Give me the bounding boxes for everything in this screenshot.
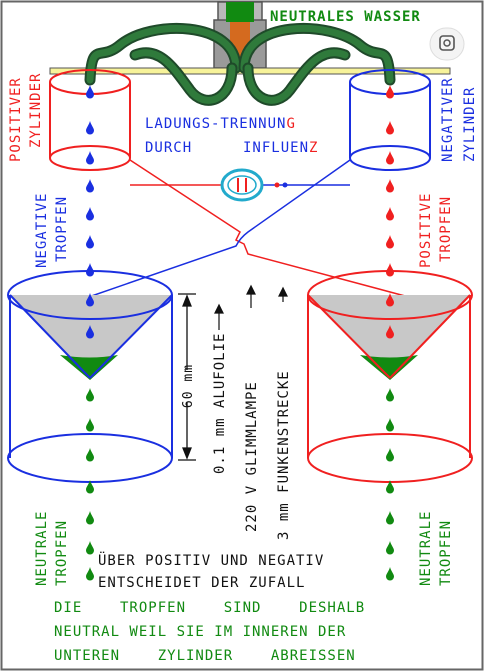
drop-right-neutral [386, 480, 394, 494]
right-neutral-label-2: TROPFEN [438, 520, 454, 586]
drop-right-positive [386, 121, 394, 135]
drop-right-neutral [386, 418, 394, 432]
upper-left-cylinder [49, 69, 131, 171]
drop-right-positive [386, 325, 394, 339]
title-line1-end: G [286, 116, 295, 132]
drop-left-neutral [86, 567, 94, 581]
right-cylinder-label-2: ZYLINDER [462, 87, 478, 162]
title-line2-influen: INFLUEN [243, 140, 309, 156]
drop-left-neutral [86, 511, 94, 525]
drop-right-positive [386, 151, 394, 165]
lens-search-icon[interactable] [429, 27, 465, 61]
glow-lamp-icon [220, 168, 288, 202]
title-line2-durch: DURCH [145, 140, 192, 156]
drop-right-neutral [386, 388, 394, 402]
bottom-green-line-2: NEUTRAL WEIL SIE IM INNEREN DER [54, 624, 346, 640]
drop-right-neutral [386, 567, 394, 581]
drop-left-negative [86, 325, 94, 339]
left-neutral-label-2: TROPFEN [54, 520, 70, 586]
drop-right-positive [386, 235, 394, 249]
drop-left-negative [86, 235, 94, 249]
funkenstrecke-label: 3 mm FUNKENSTRECKE [276, 370, 292, 540]
alufolie-label: 0.1 mm ALUFOLIE [212, 333, 228, 474]
neutrales-wasser-label: NEUTRALES WASSER [270, 9, 421, 25]
title-line2-end: Z [309, 140, 318, 156]
bottom-black-line-1: ÜBER POSITIV UND NEGATIV [98, 551, 324, 569]
center-title-line1: LADUNGS-TRENNUNG [145, 116, 296, 132]
bottom-green-line-3: UNTEREN ZYLINDER ABREISSEN [54, 648, 356, 664]
drop-left [86, 85, 94, 99]
left-drops-label-1: NEGATIVE [34, 193, 50, 268]
drop-left-neutral [86, 448, 94, 462]
bottom-green-line-1: DIE TROPFEN SIND DESHALB [54, 600, 365, 616]
left-cylinder-label-2: ZYLINDER [28, 73, 44, 148]
hoses [84, 22, 396, 106]
drop-right-neutral [386, 541, 394, 555]
drop-right [386, 85, 394, 99]
drop-right-positive [386, 179, 394, 193]
right-neutral-label-1: NEUTRALE [418, 511, 434, 586]
bottom-black-line-2: ENTSCHEIDET DER ZUFALL [98, 575, 305, 591]
drop-left-negative [86, 207, 94, 221]
drop-left-neutral [86, 418, 94, 432]
drops-layer [86, 85, 394, 581]
drop-left-neutral [86, 388, 94, 402]
drop-right-neutral [386, 448, 394, 462]
drop-left-negative [86, 293, 94, 307]
drop-right-positive [386, 263, 394, 277]
left-drops-label-2: TROPFEN [54, 196, 70, 262]
drop-left-negative [86, 179, 94, 193]
left-cylinder-label-1: POSITIVER [8, 77, 24, 162]
drop-left-negative [86, 151, 94, 165]
title-line1-main: LADUNGS-TRENNUN [145, 116, 286, 132]
glimmlampe-label: 220 V GLIMMLAMPE [244, 381, 260, 532]
right-cylinder-label-1: NEGATIVER [440, 77, 456, 162]
drop-right-positive [386, 293, 394, 307]
spec-arrows [214, 284, 288, 330]
dimension-label: 60 mm [181, 364, 196, 408]
drop-right-neutral [386, 511, 394, 525]
right-drops-label-2: TROPFEN [438, 196, 454, 262]
right-drops-label-1: POSITIVE [418, 193, 434, 268]
dimension-arrow [178, 293, 196, 461]
left-neutral-label-1: NEUTRALE [34, 511, 50, 586]
drop-left-neutral [86, 541, 94, 555]
drop-left-neutral [86, 480, 94, 494]
drop-left-negative [86, 263, 94, 277]
center-title-line2: DURCH INFLUENZ [145, 140, 318, 156]
drop-right-positive [386, 207, 394, 221]
drop-left-negative [86, 121, 94, 135]
